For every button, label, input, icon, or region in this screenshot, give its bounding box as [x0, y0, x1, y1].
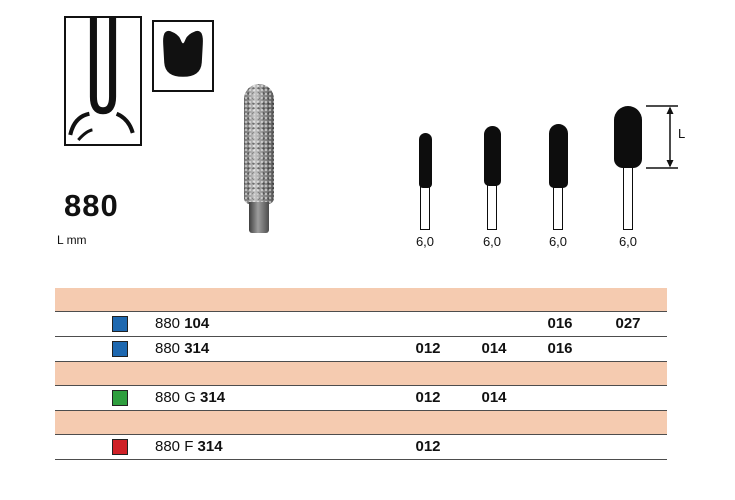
product-number: 880: [64, 188, 119, 223]
sizes-table: 880 104 016 027 880 314 012 014 016 880 …: [55, 288, 667, 460]
length-value: 6,0: [415, 234, 435, 249]
silhouette-shank: [553, 186, 563, 230]
bur-application-drawing: [64, 16, 142, 146]
silhouette-shank: [420, 186, 430, 230]
product-code: 880 G 314: [155, 386, 225, 410]
silhouette-head: [614, 106, 642, 168]
product-code-prefix: 880: [155, 315, 185, 332]
size-value: 016: [547, 340, 573, 357]
series-color-swatch: [112, 390, 128, 406]
size-value: 012: [415, 340, 441, 357]
size-value: 027: [615, 315, 641, 332]
series-color-swatch: [112, 439, 128, 455]
length-value: 6,0: [482, 234, 502, 249]
product-code-shank: 314: [200, 389, 226, 406]
product-code-shank: 314: [184, 340, 210, 357]
table-row-880-314: 880 314 012 014 016: [55, 337, 667, 362]
silhouette-shank: [487, 184, 497, 230]
size-value: 016: [547, 315, 573, 332]
table-band-row: [55, 362, 667, 386]
bur-shape-drawing-icon: [163, 30, 203, 77]
length-value: 6,0: [548, 234, 568, 249]
silhouette-shank: [623, 166, 633, 230]
table-row-880-104: 880 104 016 027: [55, 312, 667, 337]
bur-photo-head: [244, 84, 274, 204]
size-value: 012: [415, 389, 441, 406]
product-code-shank: 314: [197, 438, 223, 455]
product-code-prefix: 880 F: [155, 438, 198, 455]
product-code-prefix: 880 G: [155, 389, 201, 406]
bur-shape-drawing: [152, 20, 214, 92]
bur-application-drawing-icon: [68, 18, 135, 141]
series-color-swatch: [112, 341, 128, 357]
product-code: 880 314: [155, 337, 209, 361]
product-code: 880 104: [155, 312, 209, 336]
product-code-shank: 104: [184, 315, 210, 332]
product-code: 880 F 314: [155, 435, 223, 459]
silhouette-head: [549, 124, 568, 188]
dimension-label: L: [678, 126, 686, 141]
table-band-row: [55, 411, 667, 435]
length-dimension-arrow: [646, 105, 678, 169]
silhouette-head: [419, 133, 432, 188]
size-value: 014: [481, 340, 507, 357]
product-code-prefix: 880: [155, 340, 185, 357]
length-value: 6,0: [618, 234, 638, 249]
table-row-880-G-314: 880 G 314 012 014: [55, 386, 667, 411]
bur-photo-shank: [249, 202, 269, 233]
length-unit-label: L mm: [57, 233, 87, 247]
size-value: 014: [481, 389, 507, 406]
table-band-row: [55, 288, 667, 312]
size-value: 012: [415, 438, 441, 455]
series-color-swatch: [112, 316, 128, 332]
silhouette-head: [484, 126, 501, 186]
table-row-880-F-314: 880 F 314 012: [55, 435, 667, 460]
